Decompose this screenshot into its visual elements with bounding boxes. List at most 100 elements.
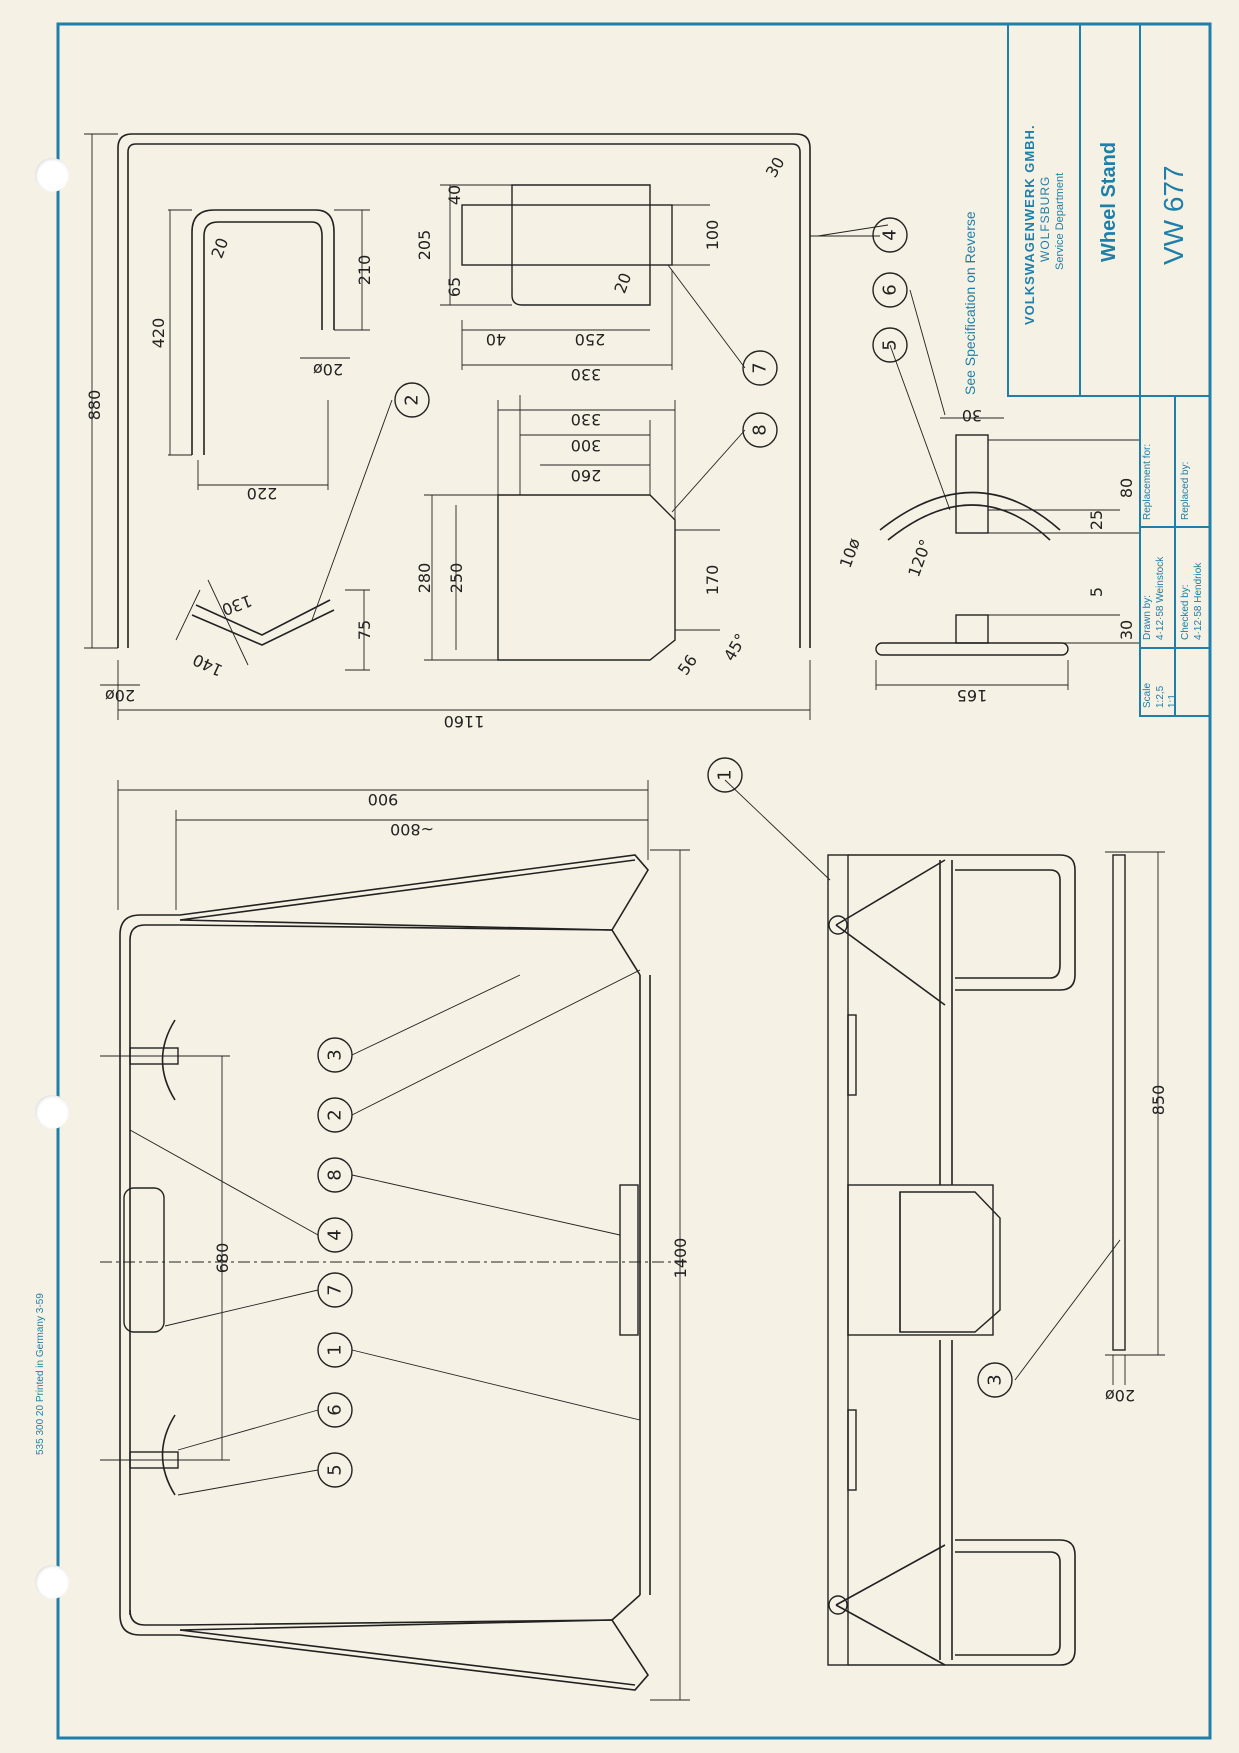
callout-1-main: 1 <box>317 1332 353 1368</box>
punch-hole-middle <box>35 1095 69 1129</box>
svg-text:7: 7 <box>750 362 771 373</box>
callout-4-top: 4 <box>872 217 908 253</box>
scale-value-2: 1:1 <box>1167 694 1178 708</box>
svg-text:3: 3 <box>985 1374 1006 1385</box>
checked-by-value: 4·12·58 Hendriok <box>1193 562 1204 640</box>
svg-text:1: 1 <box>715 769 736 780</box>
dim-20-dia-hook: 20ø <box>313 360 343 379</box>
stand-top-view <box>100 780 690 1701</box>
dim-40-top: 40 <box>445 185 464 205</box>
dim-10-dia: 10ø <box>836 536 864 571</box>
callout-3-main: 3 <box>317 1037 353 1073</box>
dim-330-cut: 330 <box>571 410 602 429</box>
dim-260: 260 <box>571 466 602 485</box>
svg-text:8: 8 <box>750 424 771 435</box>
svg-text:1: 1 <box>325 1344 346 1355</box>
dim-330-plate: 330 <box>571 365 602 384</box>
plate-part-view <box>440 184 710 370</box>
dim-45-deg: 45° <box>720 630 751 664</box>
print-note: 535 300 20 Printed in Germany 3-59 <box>35 1293 46 1455</box>
drawn-by-value: 4·12·58 Weinstock <box>1155 556 1166 640</box>
v-bracket-view <box>175 579 370 671</box>
dim-800: ~800 <box>390 820 434 839</box>
frame-part-view <box>84 133 880 720</box>
replaced-by-label: Replaced by: <box>1180 461 1191 520</box>
drawn-by-label: Drawn by: <box>1142 594 1153 640</box>
svg-text:8: 8 <box>325 1169 346 1180</box>
punch-hole-top <box>35 158 69 192</box>
svg-text:7: 7 <box>325 1284 346 1295</box>
dim-40-bottom: 40 <box>486 330 506 349</box>
dim-1400: 1400 <box>671 1238 690 1279</box>
sheet-border <box>56 22 1212 1740</box>
dim-25: 25 <box>1087 510 1106 530</box>
callout-6-main: 6 <box>317 1392 353 1428</box>
dim-250-cut: 250 <box>447 563 466 594</box>
cut-plate-view <box>424 395 720 661</box>
dim-220: 220 <box>247 484 278 503</box>
callout-2-main: 2 <box>317 1097 353 1133</box>
dim-165: 165 <box>957 686 988 705</box>
drawing-number: VW 677 <box>1158 165 1189 265</box>
scale-value-1: 1:2,5 <box>1155 685 1166 708</box>
drawing-title: Wheel Stand <box>1098 141 1120 262</box>
dim-5: 5 <box>1087 587 1106 597</box>
dim-120-deg: 120° <box>904 537 935 580</box>
dim-75: 75 <box>355 620 374 640</box>
dim-850: 850 <box>1149 1085 1168 1116</box>
dim-900: 900 <box>368 790 399 809</box>
dim-280: 280 <box>415 563 434 594</box>
svg-text:5: 5 <box>880 339 901 350</box>
dim-30-foot: 30 <box>962 406 982 425</box>
dim-20-radius-hook: 20 <box>207 235 232 261</box>
dim-300: 300 <box>571 436 602 455</box>
replacement-for-label: Replacement for: <box>1142 443 1153 520</box>
dim-20-dia-bar: 20ø <box>1105 1386 1135 1405</box>
scale-label: Scale <box>1142 682 1153 708</box>
dim-680: 680 <box>213 1243 232 1274</box>
svg-text:4: 4 <box>880 229 901 240</box>
callout-5-top: 5 <box>872 327 908 363</box>
stand-side-view <box>827 851 1165 1666</box>
callout-leaders <box>129 224 1121 1496</box>
svg-text:2: 2 <box>325 1109 346 1120</box>
dim-65: 65 <box>445 277 464 297</box>
dim-420: 420 <box>149 318 168 349</box>
svg-text:5: 5 <box>325 1464 346 1475</box>
callout-8-main: 8 <box>317 1157 353 1193</box>
dim-170: 170 <box>703 565 722 596</box>
svg-text:4: 4 <box>325 1229 346 1240</box>
dim-140: 140 <box>190 650 226 680</box>
callout-8-top: 8 <box>742 412 778 448</box>
company-city: WOLFSBURG <box>1038 175 1052 262</box>
dim-250-plate: 250 <box>575 330 606 349</box>
checked-by-label: Checked by: <box>1180 584 1191 640</box>
dim-30-radius: 30 <box>762 154 789 181</box>
callout-bubbles: 4 6 5 7 8 2 1 3 2 8 4 7 1 6 5 3 <box>317 217 1013 1488</box>
callout-1-side: 1 <box>707 757 743 793</box>
dim-880: 880 <box>85 390 104 421</box>
punch-hole-bottom <box>35 1565 69 1599</box>
svg-text:2: 2 <box>402 394 423 405</box>
dim-100: 100 <box>703 220 722 251</box>
company-department: Service Department <box>1054 172 1066 270</box>
reverse-note: See Specification on Reverse <box>962 211 978 395</box>
dim-205: 205 <box>415 230 434 261</box>
dim-130: 130 <box>219 591 254 619</box>
callout-7-main: 7 <box>317 1272 353 1308</box>
svg-text:6: 6 <box>325 1404 346 1415</box>
callout-3-side: 3 <box>977 1362 1013 1398</box>
foot-part-view <box>875 417 1140 690</box>
callout-6-top: 6 <box>872 272 908 308</box>
hook-part-view <box>168 209 370 490</box>
callout-5-main: 5 <box>317 1452 353 1488</box>
dim-20-radius-plate: 20 <box>610 270 635 296</box>
title-block-frame <box>1007 23 1211 717</box>
svg-text:3: 3 <box>325 1049 346 1060</box>
dim-210: 210 <box>355 255 374 286</box>
callout-7-top: 7 <box>742 350 778 386</box>
dim-80: 80 <box>1117 478 1136 498</box>
dim-30-base: 30 <box>1117 620 1136 640</box>
svg-text:6: 6 <box>880 284 901 295</box>
